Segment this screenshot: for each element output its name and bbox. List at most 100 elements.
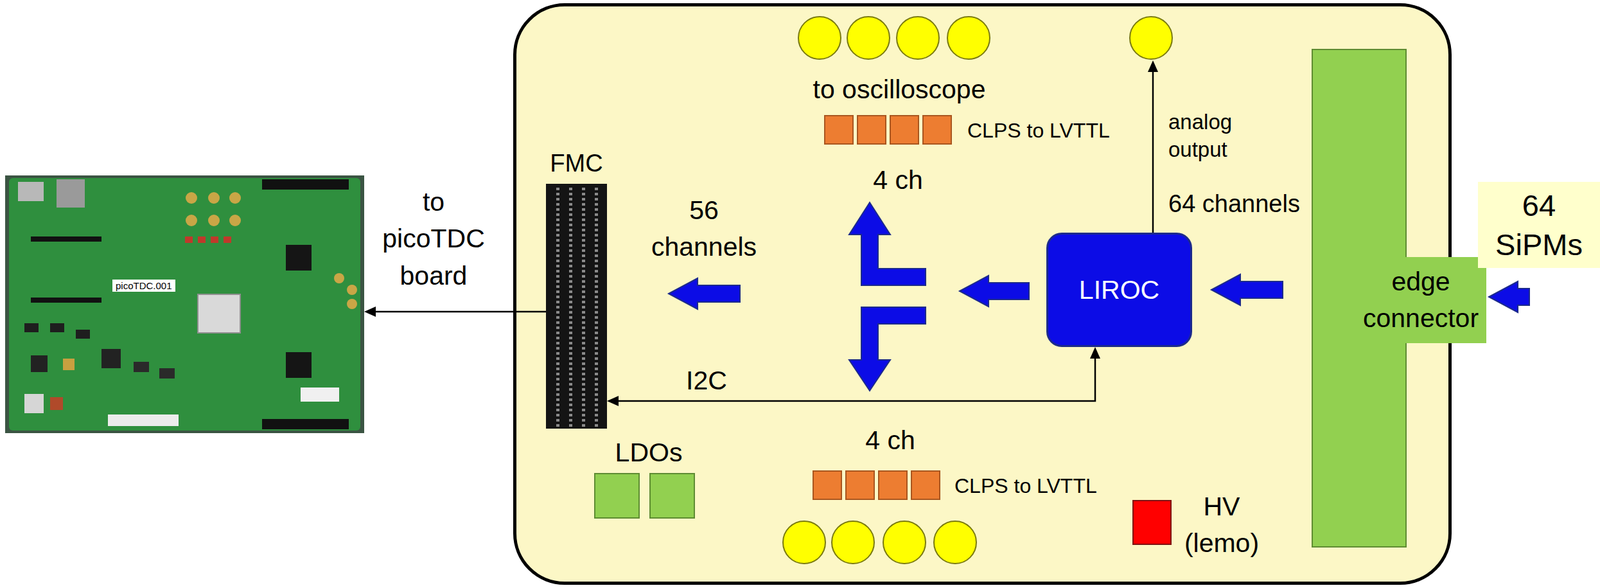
scope-connectors-top <box>798 16 990 60</box>
connector-pin <box>569 367 573 370</box>
board-graphic <box>262 179 349 190</box>
translators-bottom <box>813 470 940 500</box>
connector-pin <box>581 259 586 263</box>
lemo-connector <box>782 520 826 564</box>
connector-pin <box>569 377 573 381</box>
connector-pin <box>569 218 573 221</box>
edge-label: 56 channels <box>651 192 757 266</box>
connector-pin <box>594 244 598 247</box>
lemo-connector <box>831 520 875 564</box>
connector-pin <box>594 295 598 299</box>
connector-pin <box>594 197 598 201</box>
connector-pin <box>556 362 560 365</box>
translator-chip <box>824 115 853 144</box>
connector-pin <box>594 192 598 196</box>
connector-pin <box>581 249 586 252</box>
connector-pin <box>581 228 586 232</box>
board-graphic <box>24 323 39 333</box>
connector-pin <box>556 398 560 401</box>
connector-pin <box>581 285 586 288</box>
connector-pin <box>581 290 586 293</box>
connector-pin <box>569 372 573 376</box>
connector-pin <box>594 413 598 417</box>
lemo-connector <box>947 16 990 60</box>
connector-pin <box>594 382 598 386</box>
board-graphic <box>50 323 65 333</box>
connector-pin <box>569 300 573 304</box>
analog-connector <box>1129 16 1173 60</box>
translator-chip <box>890 115 919 144</box>
split-arrow-up <box>849 202 926 286</box>
connector-tab: edge connector <box>1355 256 1487 343</box>
connector-pin <box>594 408 598 412</box>
connector-pin <box>556 351 560 355</box>
board-graphic <box>300 387 340 402</box>
connector-pin <box>569 274 573 278</box>
connector-pin <box>594 346 598 350</box>
connector-pin <box>569 285 573 288</box>
connector-pin <box>556 346 560 350</box>
connector-pin <box>594 274 598 278</box>
connector-pin <box>556 310 560 314</box>
connector-pin <box>569 192 573 196</box>
translator-chip <box>911 470 940 500</box>
connector-pin <box>581 336 586 340</box>
connector-pin <box>569 223 573 227</box>
connector-pin <box>556 244 560 247</box>
fmc-connector: FMC <box>545 183 607 429</box>
lemo-connector <box>896 16 940 60</box>
connector <box>606 346 1101 406</box>
connector-pin <box>569 305 573 309</box>
arrowhead <box>606 395 619 406</box>
connector-pin <box>581 264 586 268</box>
edge-label: I2C <box>685 364 728 397</box>
connector-pins <box>545 183 607 429</box>
connector-pin <box>581 274 586 278</box>
signal-bus-arrow <box>959 275 1029 307</box>
connector-pin <box>581 244 586 247</box>
connector-pin <box>569 413 573 417</box>
connector <box>364 306 546 317</box>
board-label: analog output <box>1168 108 1232 164</box>
signal-splitter <box>849 202 926 391</box>
board-graphic <box>30 236 102 242</box>
connector-pin <box>594 336 598 340</box>
ldo-chip <box>650 473 695 518</box>
connector-pin <box>594 218 598 221</box>
board-graphic <box>30 297 102 303</box>
connector-pin <box>569 418 573 422</box>
connector-pin <box>556 367 560 370</box>
connector-pin <box>569 187 573 191</box>
connector-pin <box>556 418 560 422</box>
signal-bus-arrow <box>668 278 740 309</box>
board-graphic <box>5 175 365 433</box>
connector-pin <box>556 295 560 299</box>
connector-pin <box>569 326 573 329</box>
connector-pin <box>581 202 586 206</box>
connector-pin <box>581 351 586 355</box>
connector-pin <box>581 341 586 345</box>
connector-pin <box>569 244 573 247</box>
board-graphic <box>208 214 220 227</box>
connector-pin <box>569 357 573 360</box>
connector-pin <box>569 346 573 350</box>
connector-pin <box>594 316 598 319</box>
connector-pin <box>569 238 573 242</box>
connector-pin <box>569 269 573 273</box>
connector-pin <box>569 321 573 324</box>
connector-pin <box>581 393 586 396</box>
connector-pin <box>581 218 586 221</box>
connector-pin <box>556 331 560 335</box>
connector-pin <box>569 331 573 335</box>
connector-pin <box>556 233 560 237</box>
connector-pin <box>594 264 598 268</box>
connector-pin <box>594 285 598 288</box>
board-graphic <box>17 181 44 202</box>
board-graphic <box>5 175 365 433</box>
connector-pin <box>594 367 598 370</box>
board-graphic <box>262 418 349 430</box>
board-graphic <box>346 284 358 295</box>
connector-pin <box>594 341 598 345</box>
connector-pin <box>581 233 586 237</box>
